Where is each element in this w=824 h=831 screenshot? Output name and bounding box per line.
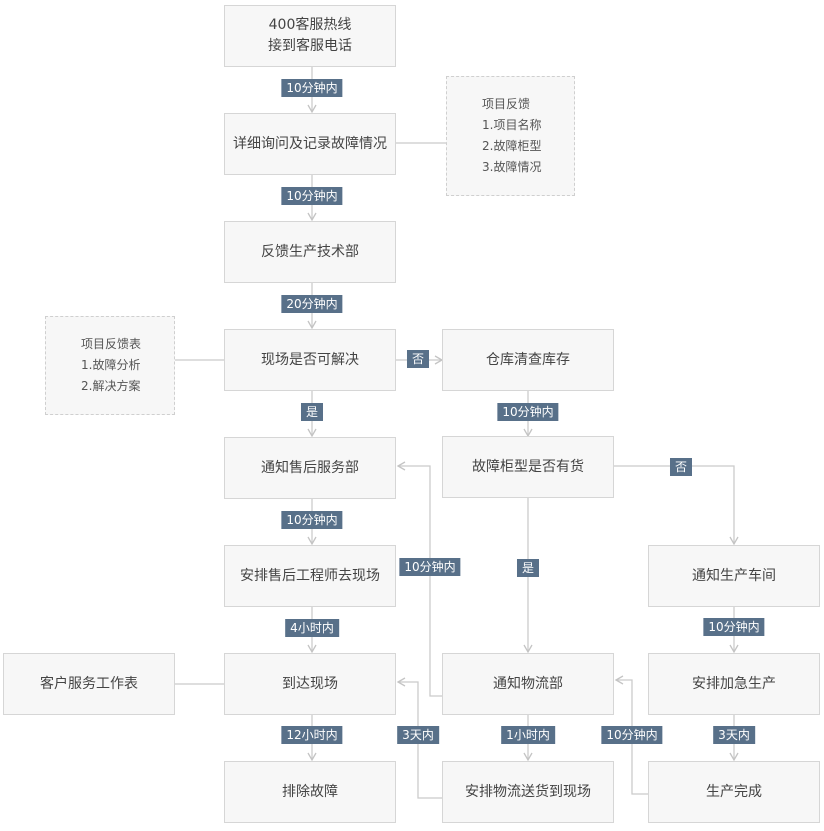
node-solvable-label: 现场是否可解决 — [261, 351, 359, 368]
node-production-done: 生产完成 — [648, 761, 820, 823]
node-hotline: 400客服热线 接到客服电话 — [224, 5, 396, 67]
edge-label-time: 4小时内 — [285, 619, 339, 637]
note-project-feedback-item: 1.项目名称 — [482, 118, 542, 132]
node-record-label: 详细询问及记录故障情况 — [233, 135, 387, 152]
node-feedback-tech: 反馈生产技术部 — [224, 221, 396, 283]
node-notify-aftersales: 通知售后服务部 — [224, 437, 396, 499]
node-customer-sheet: 客户服务工作表 — [3, 653, 175, 715]
edge-label-no: 否 — [406, 350, 430, 368]
edge-label-no: 否 — [669, 458, 693, 476]
edge-label-time: 10分钟内 — [703, 618, 765, 636]
edge-logistics-notify — [396, 461, 442, 697]
node-warehouse-label: 仓库清查库存 — [486, 351, 570, 368]
note-feedback-sheet-item: 2.解决方案 — [81, 379, 141, 393]
node-arrive-site-label: 到达现场 — [282, 675, 338, 692]
node-in-stock: 故障柜型是否有货 — [442, 436, 614, 498]
node-ship-to-site-label: 安排物流送货到现场 — [465, 783, 591, 800]
node-in-stock-label: 故障柜型是否有货 — [472, 458, 584, 475]
node-hotline-line1: 400客服热线 — [268, 17, 352, 33]
node-production-done-label: 生产完成 — [706, 783, 762, 800]
node-notify-logistics-label: 通知物流部 — [493, 675, 563, 692]
note-project-feedback-item: 2.故障柜型 — [482, 139, 542, 153]
edge-label-time: 10分钟内 — [497, 403, 559, 421]
node-hotline-line2: 接到客服电话 — [268, 38, 352, 54]
node-record: 详细询问及记录故障情况 — [224, 113, 396, 175]
node-troubleshoot-label: 排除故障 — [282, 783, 338, 800]
edge-label-time: 10分钟内 — [281, 79, 343, 97]
edge-label-time: 10分钟内 — [601, 726, 663, 744]
node-feedback-tech-label: 反馈生产技术部 — [261, 243, 359, 260]
edge-label-yes: 是 — [516, 559, 540, 577]
node-solvable: 现场是否可解决 — [224, 329, 396, 391]
note-project-feedback-item: 3.故障情况 — [482, 160, 542, 174]
note-feedback-sheet-item: 1.故障分析 — [81, 358, 141, 372]
edge-instock-workshop — [614, 465, 739, 546]
edge-label-yes: 是 — [300, 403, 324, 421]
node-dispatch-engineer: 安排售后工程师去现场 — [224, 545, 396, 607]
node-ship-to-site: 安排物流送货到现场 — [442, 761, 614, 823]
node-arrive-site: 到达现场 — [224, 653, 396, 715]
node-notify-logistics: 通知物流部 — [442, 653, 614, 715]
node-dispatch-engineer-label: 安排售后工程师去现场 — [240, 567, 380, 584]
edge-label-time: 3天内 — [713, 726, 755, 744]
note-project-feedback: 项目反馈 1.项目名称 2.故障柜型 3.故障情况 — [446, 76, 575, 196]
edge-label-time: 10分钟内 — [281, 511, 343, 529]
edge-label-time: 3天内 — [397, 726, 439, 744]
note-project-feedback-title: 项目反馈 — [482, 97, 531, 111]
note-feedback-sheet: 项目反馈表 1.故障分析 2.解决方案 — [45, 316, 175, 415]
edge-label-time: 20分钟内 — [281, 295, 343, 313]
node-notify-aftersales-label: 通知售后服务部 — [261, 459, 359, 476]
edge-label-time: 10分钟内 — [399, 558, 461, 576]
edge-label-time: 1小时内 — [501, 726, 555, 744]
node-customer-sheet-label: 客户服务工作表 — [40, 675, 138, 692]
node-notify-workshop-label: 通知生产车间 — [692, 567, 776, 584]
edge-label-time: 10分钟内 — [281, 187, 343, 205]
note-feedback-sheet-title: 项目反馈表 — [81, 337, 142, 351]
node-urgent-production-label: 安排加急生产 — [692, 675, 776, 692]
node-notify-workshop: 通知生产车间 — [648, 545, 820, 607]
node-warehouse: 仓库清查库存 — [442, 329, 614, 391]
node-urgent-production: 安排加急生产 — [648, 653, 820, 715]
edge-label-time: 12小时内 — [281, 726, 343, 744]
node-troubleshoot: 排除故障 — [224, 761, 396, 823]
